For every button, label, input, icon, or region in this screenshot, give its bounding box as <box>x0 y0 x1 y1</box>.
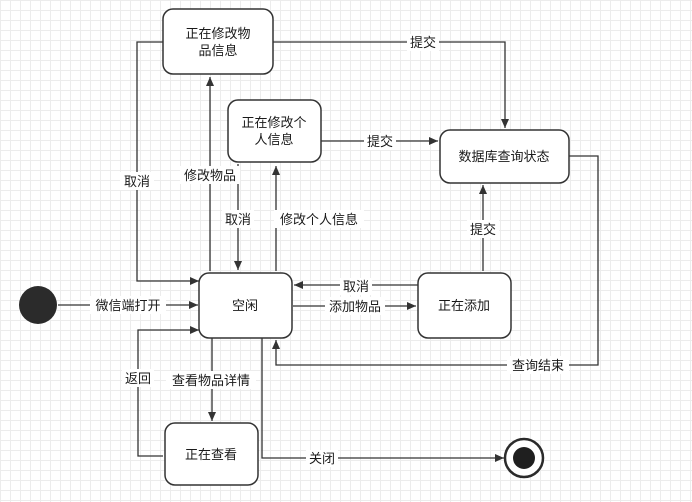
svg-text:取消: 取消 <box>343 280 369 295</box>
state-viewing: 正在查看 <box>164 422 259 486</box>
final-state-node <box>503 437 545 479</box>
svg-text:返回: 返回 <box>125 372 151 387</box>
label-view-details: 查看物品详情 <box>166 371 256 389</box>
label-cancel-add: 取消 <box>340 278 372 295</box>
label-cancel-personal: 取消 <box>222 210 254 228</box>
svg-text:品信息: 品信息 <box>198 43 237 59</box>
svg-text:正在修改物: 正在修改物 <box>185 27 250 42</box>
state-adding: 正在添加 <box>417 272 512 339</box>
label-modify-item: 修改物品 <box>180 166 240 184</box>
label-add-item: 添加物品 <box>325 297 385 315</box>
svg-text:数据库查询状态: 数据库查询状态 <box>458 149 549 165</box>
label-wechat-open: 微信端打开 <box>90 296 166 314</box>
svg-text:提交: 提交 <box>367 134 393 150</box>
svg-text:提交: 提交 <box>410 35 436 51</box>
label-modify-personal: 修改个人信息 <box>274 210 364 228</box>
label-submit-add: 提交 <box>467 220 499 238</box>
svg-text:正在添加: 正在添加 <box>438 299 490 314</box>
label-submit-personal: 提交 <box>364 133 396 150</box>
state-idle: 空闲 <box>198 272 293 339</box>
label-submit-item: 提交 <box>407 34 439 51</box>
edge-modify-item-submit <box>273 41 509 128</box>
label-close: 关闭 <box>306 450 338 467</box>
label-back: 返回 <box>122 369 154 387</box>
svg-text:查看物品详情: 查看物品详情 <box>172 373 250 389</box>
edge-close <box>261 338 504 462</box>
svg-text:正在修改个: 正在修改个 <box>241 116 306 131</box>
label-query-done: 查询结束 <box>507 356 569 374</box>
svg-text:修改物品: 修改物品 <box>184 169 236 184</box>
svg-text:关闭: 关闭 <box>309 452 335 467</box>
edge-query-done <box>272 155 599 366</box>
label-cancel-item: 取消 <box>120 172 154 190</box>
svg-text:添加物品: 添加物品 <box>329 300 381 315</box>
svg-text:修改个人信息: 修改个人信息 <box>280 212 358 228</box>
edge-viewing-back <box>137 326 199 457</box>
svg-text:人信息: 人信息 <box>254 132 293 148</box>
svg-text:取消: 取消 <box>124 175 150 190</box>
svg-text:取消: 取消 <box>225 213 251 228</box>
svg-text:正在查看: 正在查看 <box>185 447 237 463</box>
state-modify-item: 正在修改物 品信息 <box>162 8 274 75</box>
svg-text:提交: 提交 <box>470 222 496 238</box>
state-modify-personal: 正在修改个 人信息 <box>227 99 322 163</box>
edge-modify-item-cancel <box>136 41 199 285</box>
svg-text:查询结束: 查询结束 <box>512 359 564 374</box>
svg-text:微信端打开: 微信端打开 <box>95 299 160 314</box>
svg-text:空闲: 空闲 <box>232 299 258 314</box>
state-db-query: 数据库查询状态 <box>439 129 570 184</box>
initial-state-node <box>19 286 57 324</box>
